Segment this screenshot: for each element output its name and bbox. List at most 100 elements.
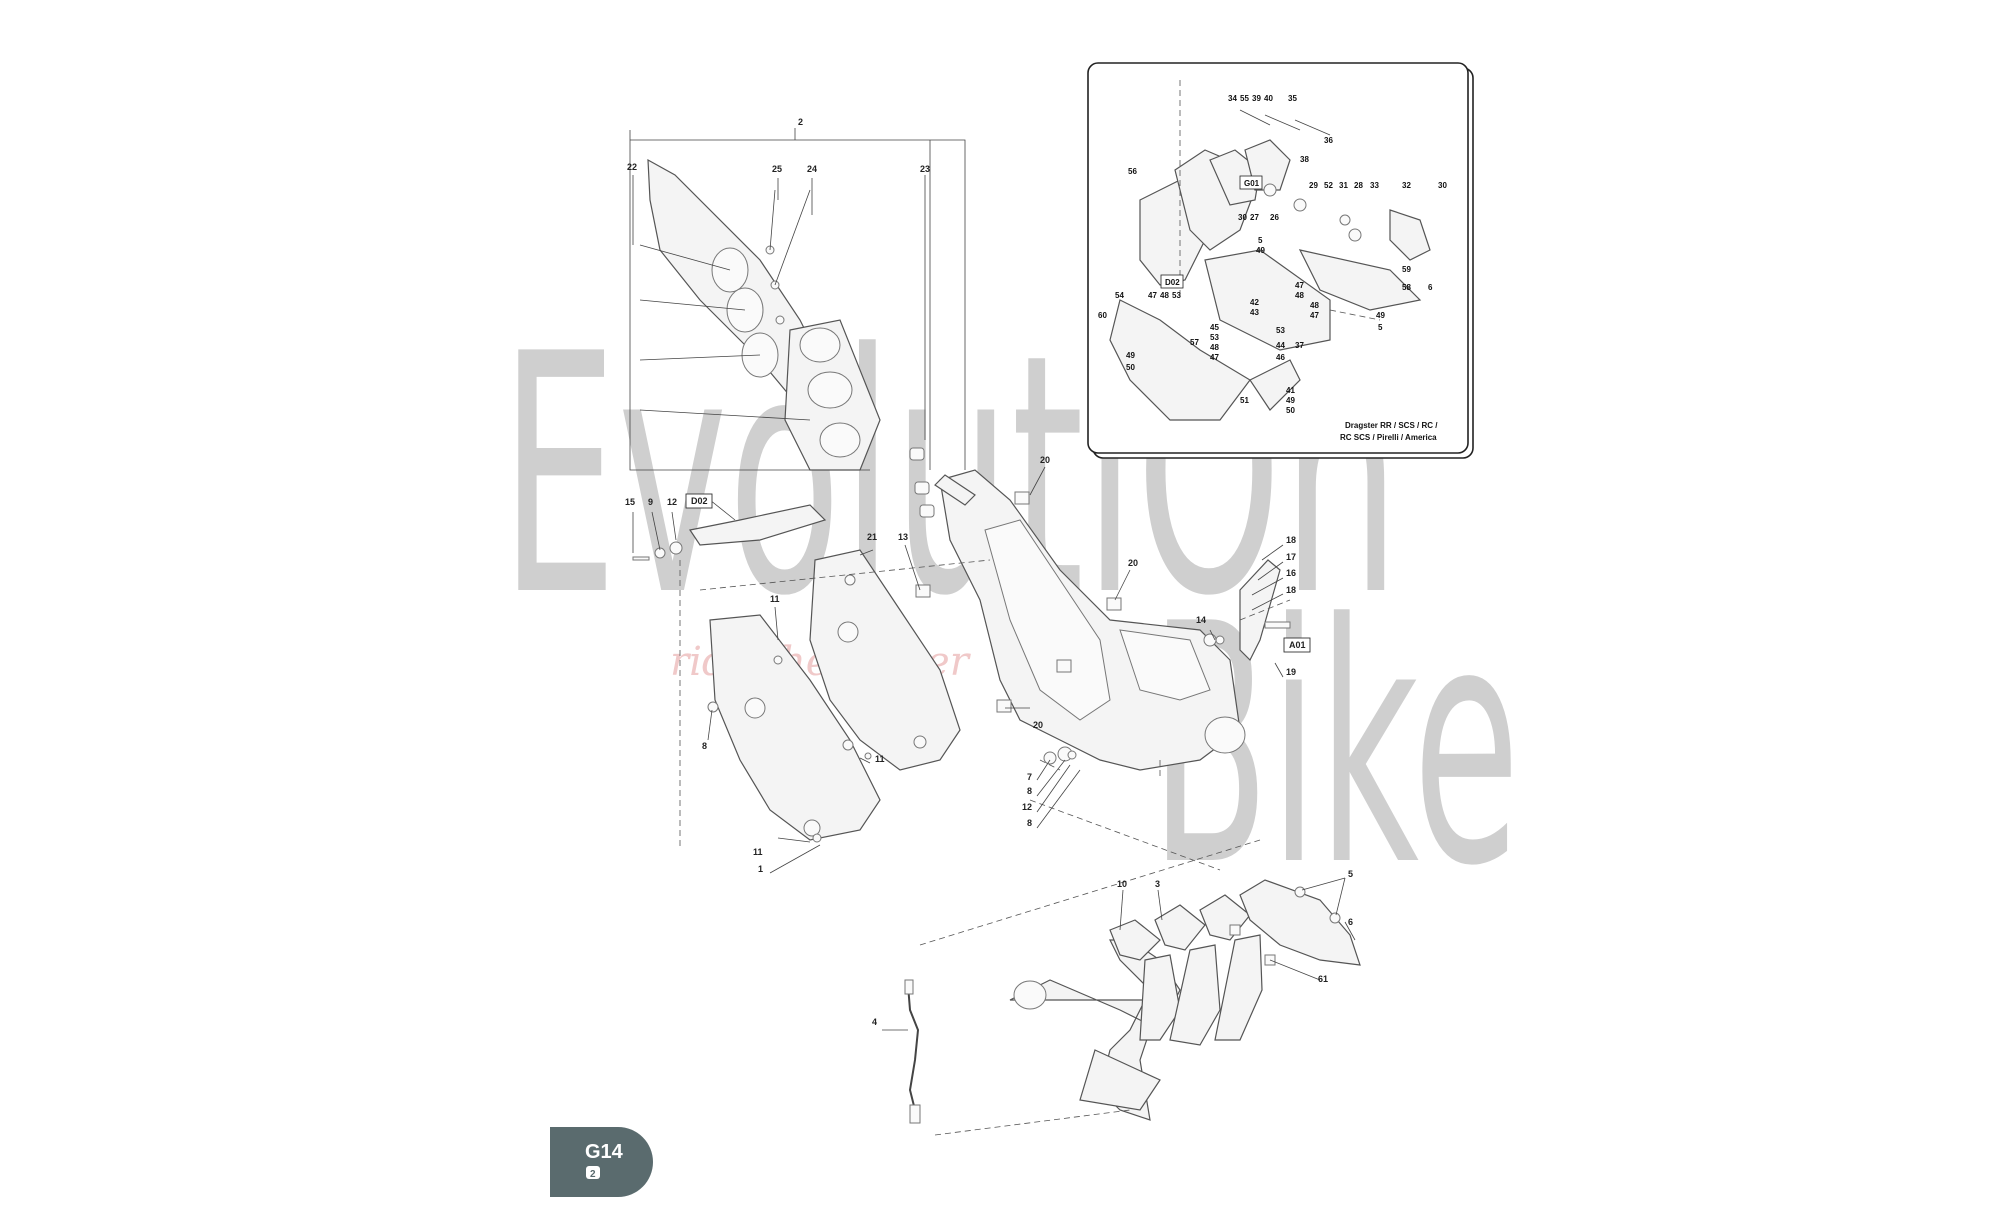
callout-20-top: 20 (1040, 455, 1050, 465)
inset-callout-28: 28 (1354, 181, 1363, 190)
muffler-end-cap-group (629, 130, 966, 518)
inset-callout-49-low: 49 (1126, 351, 1135, 360)
callout-18-top: 18 (1286, 535, 1296, 545)
callout-7: 7 (1027, 772, 1032, 782)
inset-callout-38: 38 (1300, 155, 1309, 164)
inset-callout-36: 36 (1324, 136, 1333, 145)
callout-2: 2 (798, 117, 803, 127)
callout-25: 25 (772, 164, 782, 174)
inset-ref-box-g01 (1239, 175, 1263, 190)
inset-callout-39: 39 (1252, 94, 1261, 103)
inset-callout-31: 31 (1339, 181, 1348, 190)
inset-callout-53-b: 53 (1210, 333, 1219, 342)
inset-callout-5-mid: 5 (1378, 323, 1383, 332)
inset-panel: 34 55 39 40 35 36 38 56 G01 29 52 31 28 … (1087, 62, 1474, 459)
callout-1: 1 (758, 864, 763, 874)
lambda-sensor (904, 979, 921, 1124)
inset-ref-box-d02 (1160, 274, 1184, 289)
callout-17: 17 (1286, 552, 1296, 562)
inset-callout-53-c: 53 (1276, 326, 1285, 335)
inset-callout-49-mid: 49 (1376, 311, 1385, 320)
exhaust-header (1009, 879, 1361, 1121)
inset-callout-52: 52 (1324, 181, 1333, 190)
page-badge-sub: 2 (590, 1169, 596, 1180)
callout-5: 5 (1348, 869, 1353, 879)
inset-callout-43: 43 (1250, 308, 1259, 317)
inset-callout-47-a: 47 (1295, 281, 1304, 290)
inset-callout-59: 59 (1402, 265, 1411, 274)
ref-box-d02 (685, 493, 713, 509)
page-badge: G14 2 (550, 1127, 653, 1197)
callout-20-mid: 20 (1128, 558, 1138, 568)
callout-13: 13 (898, 532, 908, 542)
inset-callout-48-a: 48 (1295, 291, 1304, 300)
callout-10: 10 (1117, 879, 1127, 889)
callout-22: 22 (627, 162, 637, 172)
callout-21: 21 (867, 532, 877, 542)
muffler-body (934, 469, 1246, 771)
inset-callout-40: 40 (1264, 94, 1273, 103)
callout-23: 23 (920, 164, 930, 174)
ref-box-a01 (1283, 637, 1311, 653)
inset-callout-33: 33 (1370, 181, 1379, 190)
inset-callout-48-c: 48 (1310, 301, 1319, 310)
inset-callout-27: 27 (1250, 213, 1259, 222)
callout-8-right-b: 8 (1027, 818, 1032, 828)
callout-24: 24 (807, 164, 817, 174)
inset-callout-30-right: 30 (1438, 181, 1447, 190)
inset-callout-48-d: 48 (1210, 343, 1219, 352)
page-badge-sub-box (586, 1166, 600, 1179)
callout-16: 16 (1286, 568, 1296, 578)
callout-15: 15 (625, 497, 635, 507)
callout-19: 19 (1286, 667, 1296, 677)
clamps (915, 491, 1122, 765)
inset-callout-32: 32 (1402, 181, 1411, 190)
callout-8-right-a: 8 (1027, 786, 1032, 796)
inset-callout-47-d: 47 (1210, 353, 1219, 362)
inset-callout-54: 54 (1115, 291, 1124, 300)
inset-callout-50-bot: 50 (1286, 406, 1295, 415)
inset-callout-6: 6 (1428, 283, 1433, 292)
inset-callout-47-c: 47 (1310, 311, 1319, 320)
inset-callout-49-bot: 49 (1286, 396, 1295, 405)
inset-callout-46: 46 (1276, 353, 1285, 362)
inset-ref-d02: D02 (1165, 278, 1180, 287)
inset-callout-56: 56 (1128, 167, 1137, 176)
assembly-dash-lines (679, 559, 1291, 1136)
inset-callout-47-b: 47 (1148, 291, 1157, 300)
inset-callout-37: 37 (1295, 341, 1304, 350)
inset-ref-g01: G01 (1244, 179, 1260, 188)
callout-11-mid: 11 (875, 754, 885, 764)
inset-callout-26: 26 (1270, 213, 1279, 222)
page-badge-shape (550, 1127, 653, 1197)
inset-callout-55: 55 (1240, 94, 1249, 103)
page-badge-code: G14 (585, 1141, 624, 1163)
callout-11-low: 11 (753, 847, 763, 857)
inset-caption-line1: Dragster RR / SCS / RC / (1345, 421, 1438, 430)
callout-11-top: 11 (770, 594, 780, 604)
inset-callout-49-top: 49 (1256, 246, 1265, 255)
inset-caption-line2: RC SCS / Pirelli / America (1340, 433, 1437, 442)
inset-callout-29: 29 (1309, 181, 1318, 190)
inset-callout-5-top: 5 (1258, 236, 1263, 245)
inset-callout-44: 44 (1276, 341, 1285, 350)
inset-callout-34: 34 (1228, 94, 1237, 103)
inset-callout-50-low: 50 (1126, 363, 1135, 372)
ref-a01: A01 (1289, 640, 1306, 650)
callout-9: 9 (648, 497, 653, 507)
inset-callout-57: 57 (1190, 338, 1199, 347)
callout-4: 4 (872, 1017, 877, 1027)
hanger-bracket-d02 (632, 504, 827, 561)
callout-61: 61 (1318, 974, 1328, 984)
callout-8-left: 8 (702, 741, 707, 751)
inset-callout-30-left: 30 (1238, 213, 1247, 222)
inset-callout-51: 51 (1240, 396, 1249, 405)
heat-shields (707, 549, 961, 843)
inset-callout-53-a: 53 (1172, 291, 1181, 300)
ref-d02: D02 (691, 496, 708, 506)
callout-14: 14 (1196, 615, 1206, 625)
leader-lines (632, 128, 1356, 1031)
callout-labels: 2 22 25 24 23 20 20 20 15 9 12 D02 21 13… (625, 117, 1353, 1027)
inset-callout-60: 60 (1098, 311, 1107, 320)
